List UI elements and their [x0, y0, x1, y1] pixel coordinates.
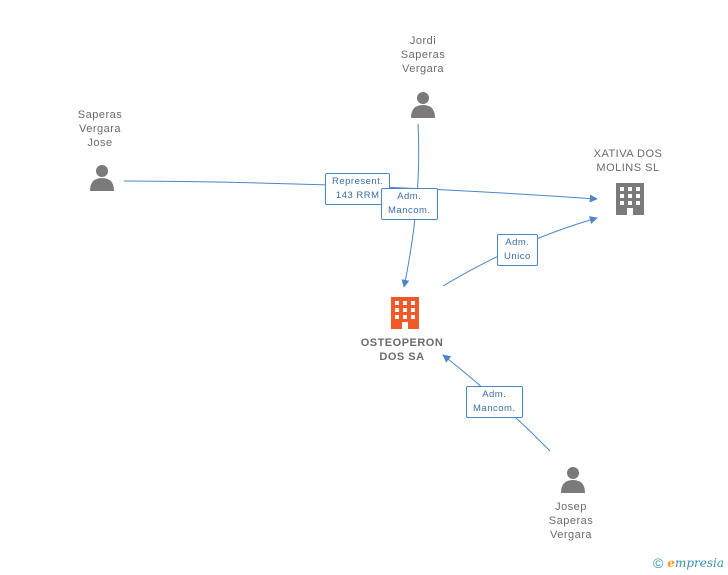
node-label-saperas-jose[interactable]: Saperas Vergara Jose — [77, 109, 123, 149]
person-icon[interactable] — [409, 90, 437, 118]
edge-label-adm-mancom-bottom: Adm. Mancom. — [466, 386, 523, 418]
node-label-josep[interactable]: Josep Saperas Vergara — [548, 501, 594, 541]
person-icon[interactable] — [559, 465, 587, 493]
person-icon[interactable] — [88, 163, 116, 191]
node-label-jordi[interactable]: Jordi Saperas Vergara — [400, 35, 446, 75]
edge-label-adm-unico: Adm. Unico — [497, 234, 538, 266]
copyright-mark: © empresia — [653, 555, 724, 571]
copyright-symbol: © — [652, 555, 664, 571]
building-icon[interactable] — [614, 181, 646, 215]
node-label-osteoperon[interactable]: OSTEOPERON DOS SA — [360, 337, 444, 363]
node-label-xativa[interactable]: XATIVA DOS MOLINS SL — [593, 148, 663, 174]
edge-label-adm-mancom-top: Adm. Mancom. — [381, 188, 438, 220]
building-icon-focus[interactable] — [389, 295, 421, 329]
brand-logo[interactable]: empresia — [667, 556, 724, 570]
